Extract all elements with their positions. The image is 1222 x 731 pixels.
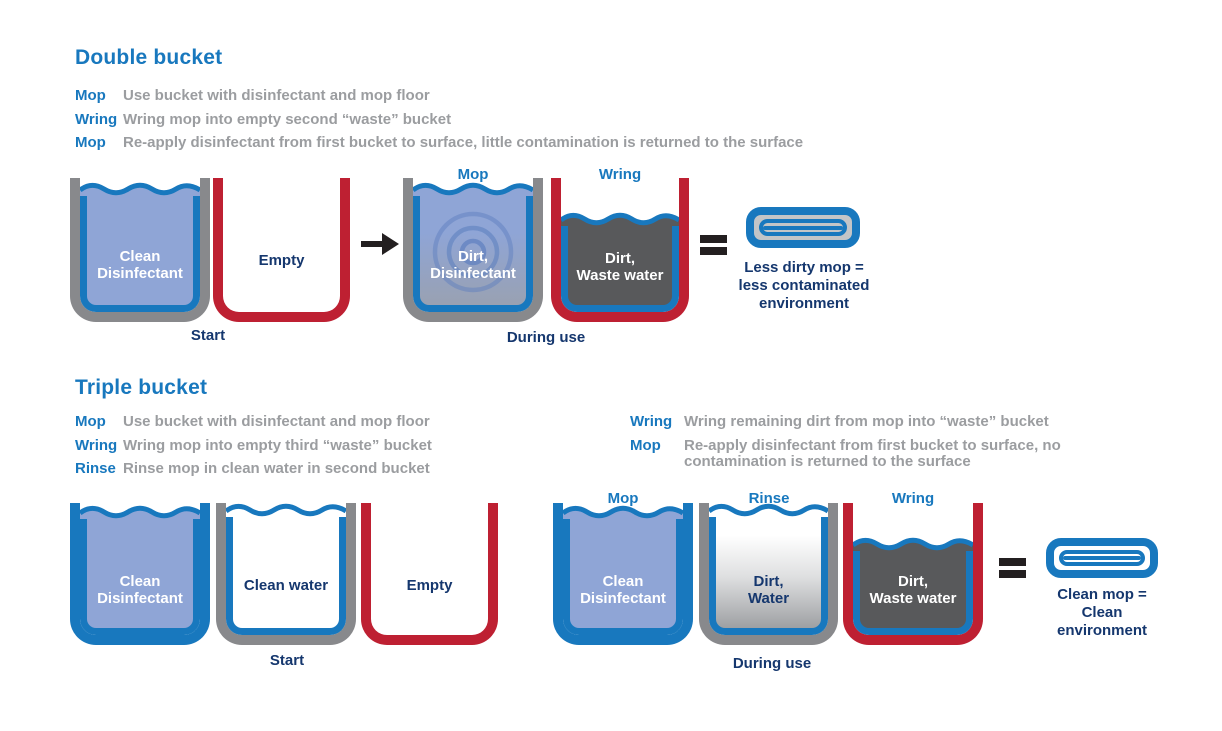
water-wave-icon [853, 537, 973, 551]
step-text: Re-apply disinfectant from first bucket … [684, 436, 1061, 470]
double-use-mop-bucket: Dirt, Disinfectant [403, 178, 543, 322]
triple-use-rinse-bucket: Dirt, Water [699, 503, 838, 645]
dirty-mop-icon [746, 207, 860, 248]
bucket-liquid [80, 182, 200, 312]
rinse-step-label: Rinse [748, 490, 790, 507]
triple-result-caption: Clean mop = Clean environment [1056, 586, 1147, 639]
bucket-label: Dirt, Waste water [869, 573, 957, 607]
triple-start-empty-bucket: Empty [361, 503, 498, 645]
step-label: Wring [630, 413, 673, 430]
step-text: Rinse mop in clean water in second bucke… [123, 460, 430, 477]
bucket-label: Empty [406, 577, 453, 594]
ripple-icon [432, 211, 514, 292]
bucket-label: Clean water [243, 577, 329, 594]
wring-step-label: Wring [891, 490, 935, 507]
step-text: Wring mop into empty third “waste” bucke… [123, 436, 432, 454]
water-wave-icon [80, 182, 200, 196]
double-start-caption: Start [190, 327, 226, 344]
bucket-wall [70, 178, 210, 322]
double-start-empty-bucket: Empty [213, 178, 350, 322]
step-label: Wring [75, 110, 118, 128]
bucket-liquid [413, 182, 533, 312]
bucket-wall [843, 503, 983, 645]
water-wave-icon [561, 212, 679, 226]
double-during-caption: During use [506, 329, 586, 346]
triple-bucket-steps-left: Mop Use bucket with disinfectant and mop… [75, 413, 595, 485]
water-wave-icon [226, 503, 346, 517]
step-label: Mop [75, 413, 106, 430]
equals-icon [999, 558, 1026, 578]
mop-step-label: Mop [457, 166, 489, 183]
bucket-liquid [709, 503, 828, 635]
bucket-wall [213, 178, 350, 322]
triple-during-caption: During use [732, 655, 812, 672]
bucket-label: Dirt, Disinfectant [430, 248, 516, 282]
bucket-wall [553, 503, 693, 645]
water-wave-icon [413, 182, 533, 196]
step-label: Wring [75, 436, 118, 454]
triple-start-clean-water-bucket: Clean water [216, 503, 356, 645]
bucket-label: Clean Disinfectant [580, 573, 666, 607]
step-row: Mop Re-apply disinfectant from first buc… [630, 436, 1100, 471]
double-result-caption: Less dirty mop = less contaminated envir… [738, 259, 870, 312]
triple-use-wring-bucket: Dirt, Waste water [843, 503, 983, 645]
triple-bucket-steps-right: Wring Wring remaining dirt from mop into… [630, 413, 1100, 478]
step-row: Mop Re-apply disinfectant from first buc… [75, 134, 1075, 152]
bucket-wall [216, 503, 356, 645]
step-row: Rinse Rinse mop in clean water in second… [75, 460, 595, 478]
double-start-disinfectant-bucket: Clean Disinfectant [70, 178, 210, 322]
right-arrow-icon [361, 233, 399, 260]
bucket-label: Empty [258, 252, 305, 269]
mop-step-label: Mop [607, 490, 639, 507]
bucket-wall [70, 503, 210, 645]
step-row: Wring Wring mop into empty second “waste… [75, 110, 1075, 129]
bucket-liquid [563, 505, 683, 635]
bucket-liquid [80, 505, 200, 635]
bucket-label: Dirt, Water [747, 573, 790, 607]
step-text: Use bucket with disinfectant and mop flo… [123, 413, 430, 430]
bucket-wall [361, 503, 498, 645]
step-text: Re-apply disinfectant from first bucket … [123, 134, 804, 151]
water-wave-icon [563, 505, 683, 519]
step-label: Rinse [75, 460, 116, 477]
bucket-wall [403, 178, 543, 322]
step-label: Mop [75, 87, 106, 104]
bucket-liquid [226, 503, 346, 635]
bucket-liquid [561, 212, 679, 312]
water-wave-icon [709, 503, 828, 517]
step-text: Use bucket with disinfectant and mop flo… [123, 87, 430, 104]
step-row: Wring Wring remaining dirt from mop into… [630, 413, 1100, 431]
double-bucket-steps: Mop Use bucket with disinfectant and mop… [75, 87, 1075, 159]
equals-icon [700, 235, 727, 255]
bucket-label: Dirt, Waste water [576, 250, 664, 284]
triple-start-caption: Start [269, 652, 305, 669]
bucket-label: Clean Disinfectant [97, 573, 183, 607]
triple-bucket-title: Triple bucket [75, 376, 208, 399]
double-use-wring-bucket: Dirt, Waste water [551, 178, 689, 322]
step-text: Wring mop into empty second “waste” buck… [123, 110, 452, 128]
bucket-wall [699, 503, 838, 645]
step-label: Mop [630, 436, 661, 454]
step-label: Mop [75, 134, 106, 151]
bucket-wall [551, 178, 689, 322]
step-text: Wring remaining dirt from mop into “wast… [684, 413, 1049, 430]
bucket-label: Clean Disinfectant [97, 248, 183, 282]
step-row: Mop Use bucket with disinfectant and mop… [75, 413, 595, 431]
bucket-liquid [853, 537, 973, 635]
clean-mop-icon [1046, 538, 1158, 578]
wring-step-label: Wring [598, 166, 642, 183]
double-bucket-title: Double bucket [75, 46, 223, 69]
triple-use-mop-bucket: Clean Disinfectant [553, 503, 693, 645]
water-wave-icon [80, 505, 200, 519]
step-row: Wring Wring mop into empty third “waste”… [75, 436, 595, 455]
triple-start-disinfectant-bucket: Clean Disinfectant [70, 503, 210, 645]
step-row: Mop Use bucket with disinfectant and mop… [75, 87, 1075, 105]
